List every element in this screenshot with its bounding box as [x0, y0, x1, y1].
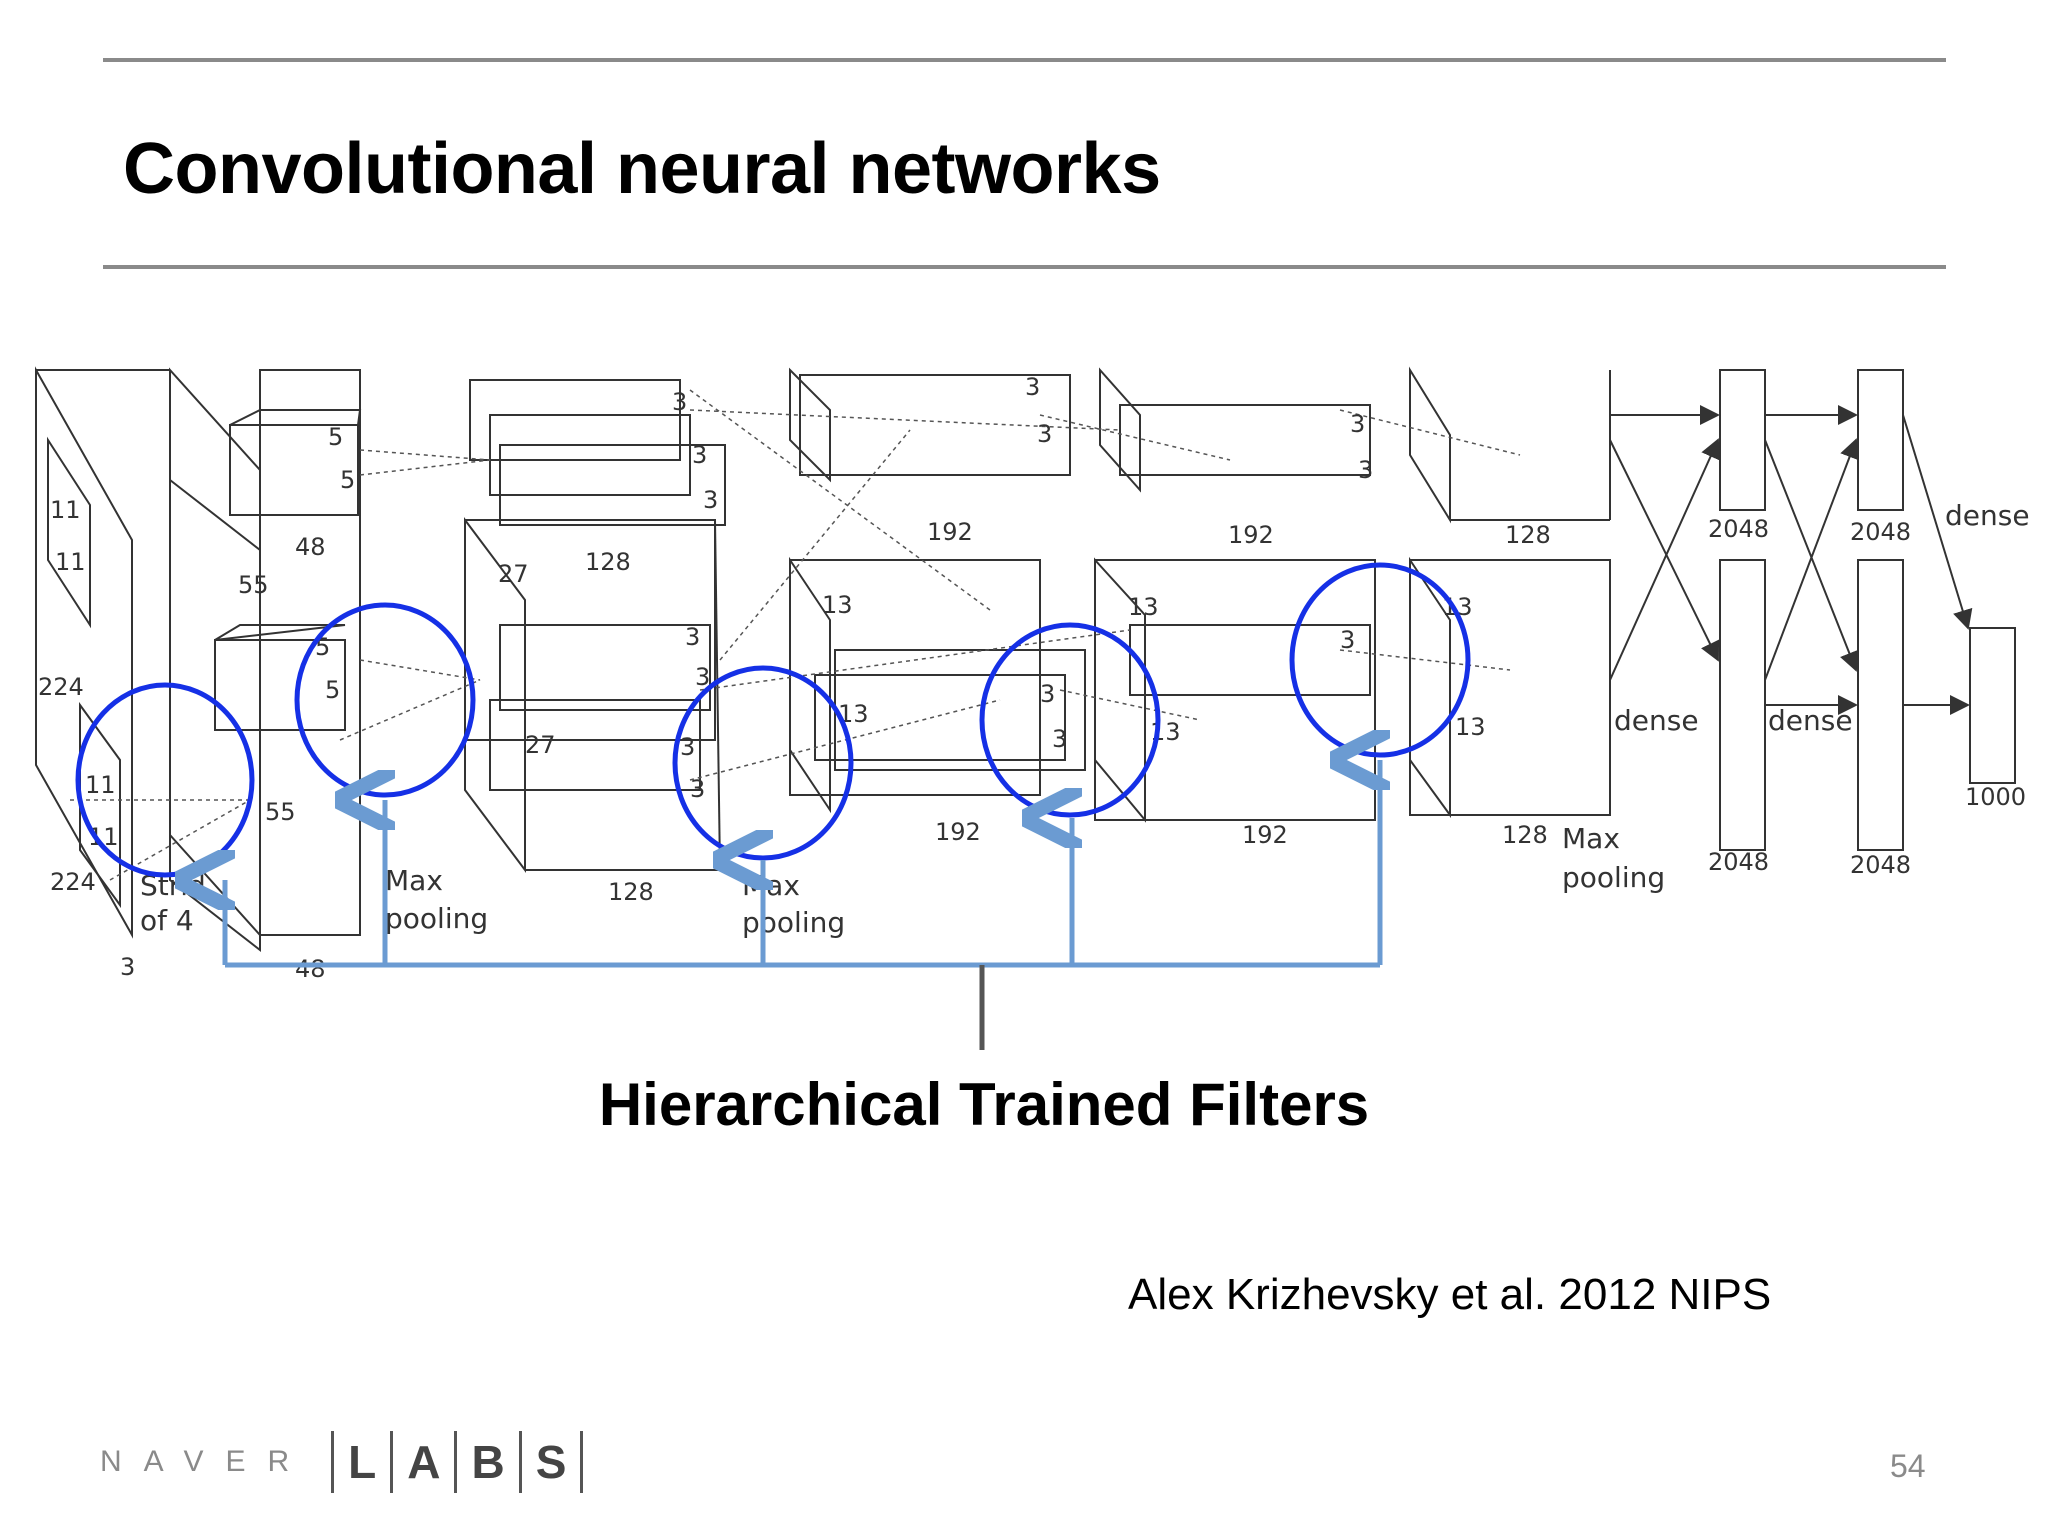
label: 3 — [690, 775, 705, 803]
highlight-circle-conv3 — [672, 665, 854, 861]
conv3-top — [799, 374, 1071, 476]
label: dense — [1945, 499, 2030, 532]
top-rule — [103, 58, 1946, 62]
label: Max — [1562, 822, 1620, 855]
conv5-top — [1409, 366, 1451, 524]
citation: Alex Krizhevsky et al. 2012 NIPS — [1128, 1270, 1772, 1319]
label: pooling — [1562, 861, 1665, 894]
label: 27 — [498, 560, 529, 588]
label: 27 — [525, 731, 556, 759]
label: 192 — [935, 818, 981, 846]
label: 3 — [1037, 420, 1052, 448]
label: pooling — [385, 902, 488, 935]
label: 2048 — [1850, 851, 1911, 879]
fc7-top — [1857, 369, 1904, 511]
alexnet-architecture-diagram: 224 224 3 11 11 11 11 55 55 48 48 5 5 5 … — [35, 366, 2030, 1050]
fc6-top — [1719, 369, 1766, 511]
label: 13 — [1455, 713, 1486, 741]
label: 3 — [695, 663, 710, 691]
label: 3 — [1040, 680, 1055, 708]
logo-letter: B — [471, 1436, 505, 1488]
label: 2048 — [1708, 515, 1769, 543]
label: 11 — [55, 548, 86, 576]
label: 5 — [340, 466, 355, 494]
label: of 4 — [140, 904, 194, 937]
label: 128 — [608, 878, 654, 906]
label: 3 — [1340, 626, 1355, 654]
filter-connector — [225, 760, 1380, 968]
logo-prefix: NAVER — [100, 1445, 312, 1478]
label: 3 — [1350, 410, 1365, 438]
logo-letter: L — [348, 1436, 377, 1488]
logo-letter: A — [407, 1436, 441, 1488]
label: dense — [1614, 704, 1699, 737]
page-number: 54 — [1890, 1448, 1926, 1484]
label: 128 — [1502, 821, 1548, 849]
label: Max — [385, 864, 443, 897]
label: 48 — [295, 955, 326, 983]
title-underline-rule — [103, 265, 1946, 269]
slide-title: Convolutional neural networks — [123, 129, 1161, 209]
input-volume — [35, 366, 133, 939]
input-kernel-box-top — [47, 436, 91, 629]
label: 1000 — [1965, 783, 2026, 811]
label: 3 — [685, 623, 700, 651]
label: 13 — [1128, 593, 1159, 621]
label: 48 — [295, 533, 326, 561]
fc6-bottom — [1719, 559, 1766, 851]
output-layer — [1969, 627, 2016, 784]
label: 3 — [1358, 456, 1373, 484]
conv1-kernel-box-bottom — [214, 639, 346, 731]
label: 5 — [328, 423, 343, 451]
conv5-bottom — [1409, 559, 1611, 816]
label: 192 — [1242, 821, 1288, 849]
label: 3 — [1052, 725, 1067, 753]
label: 3 — [680, 733, 695, 761]
highlight-circle-conv5 — [1289, 562, 1471, 758]
label: Max — [742, 869, 800, 902]
label: pooling — [742, 906, 845, 939]
label: 3 — [120, 953, 135, 981]
label: 192 — [1228, 521, 1274, 549]
architecture-wireframe — [35, 366, 2016, 953]
conv2-top — [489, 414, 691, 496]
label: 3 — [692, 441, 707, 469]
fc7-bottom — [1857, 559, 1904, 851]
label: 224 — [38, 673, 84, 701]
highlight-circle-conv4 — [979, 622, 1161, 818]
label: 11 — [50, 496, 81, 524]
label: dense — [1768, 704, 1853, 737]
label: 224 — [50, 868, 96, 896]
label: 128 — [1505, 521, 1551, 549]
label: 55 — [238, 571, 269, 599]
fc-arrows — [1609, 405, 1973, 715]
diagram-caption: Hierarchical Trained Filters — [598, 1071, 1370, 1138]
conv4-top — [1119, 404, 1371, 476]
naver-labs-logo: NAVER L A B S — [100, 1430, 597, 1494]
label: 2048 — [1850, 518, 1911, 546]
label: 128 — [585, 548, 631, 576]
highlight-circle-conv1 — [75, 682, 255, 878]
label: 192 — [927, 518, 973, 546]
label: 3 — [1025, 373, 1040, 401]
label: 13 — [822, 591, 853, 619]
label: 11 — [85, 771, 116, 799]
logo-letter: S — [535, 1436, 567, 1488]
label: 55 — [265, 798, 296, 826]
highlight-circle-conv2 — [294, 602, 476, 798]
receptive-field-lines — [70, 389, 1521, 881]
label: 3 — [703, 486, 718, 514]
label: 5 — [325, 676, 340, 704]
label: 2048 — [1708, 848, 1769, 876]
label: 3 — [672, 388, 687, 416]
